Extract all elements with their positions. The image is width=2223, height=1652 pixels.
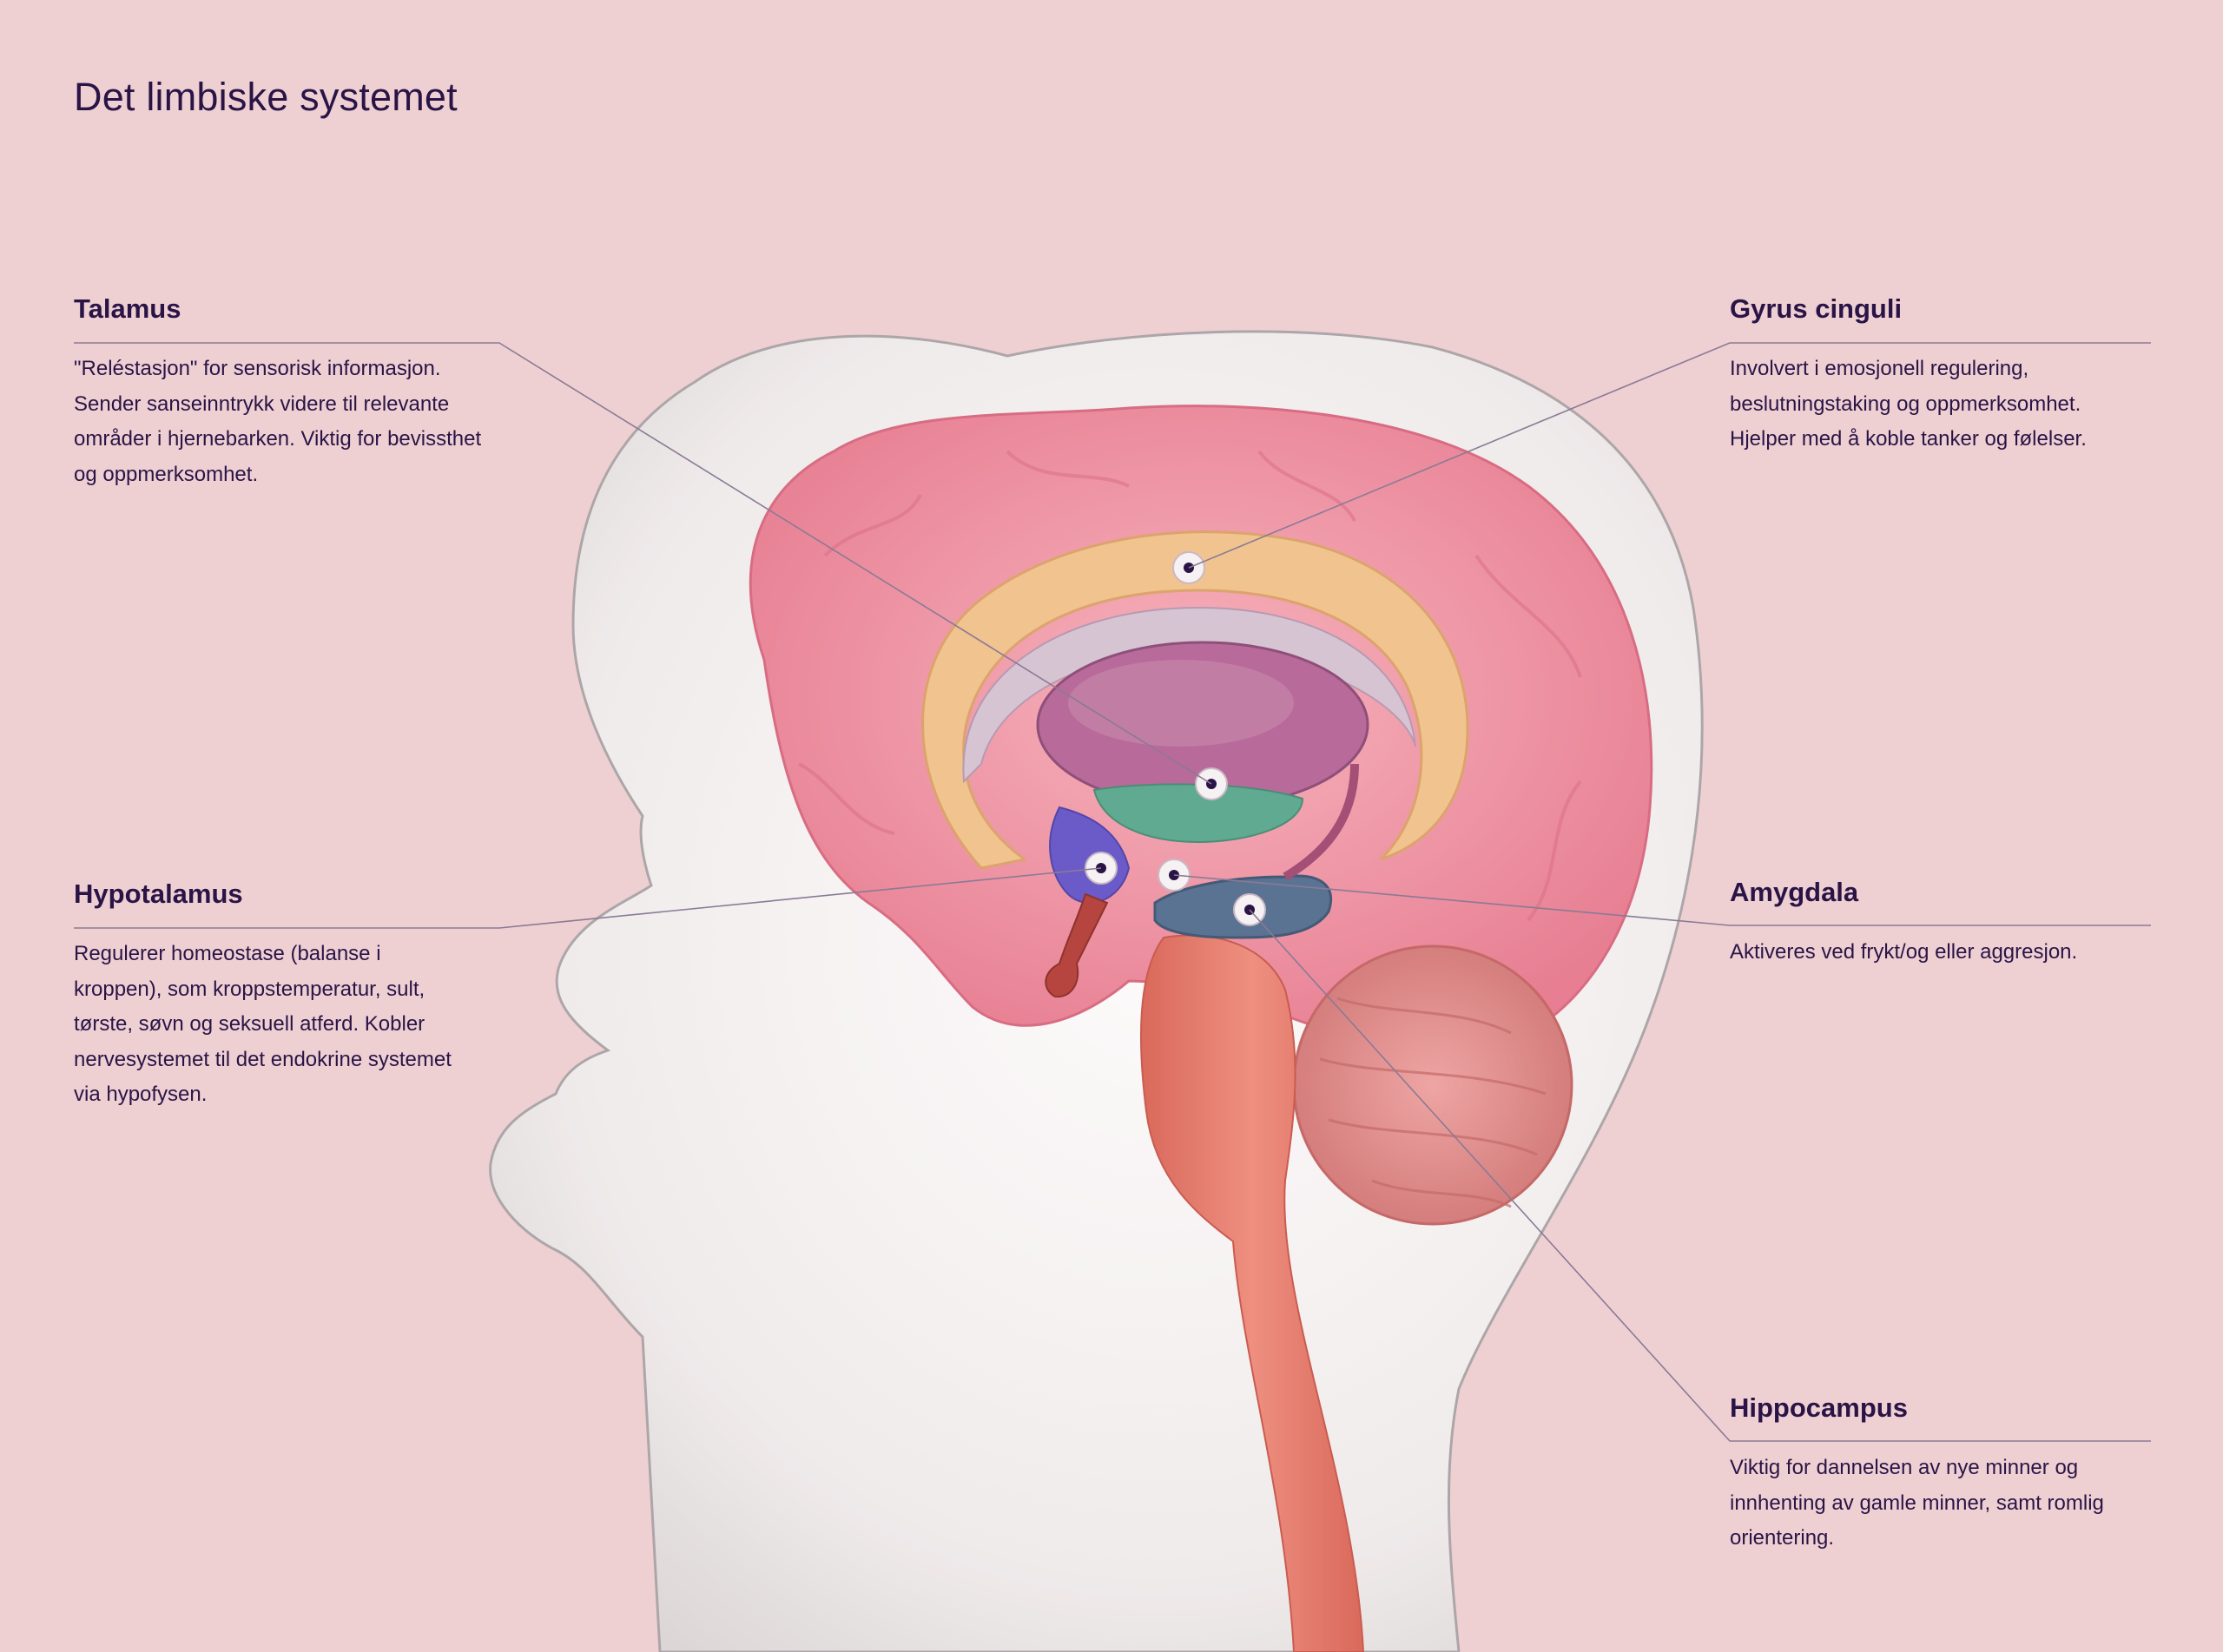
basal-band	[1092, 783, 1304, 844]
label-heading-hypotalamus: Hypotalamus	[74, 879, 243, 909]
label-heading-talamus: Talamus	[74, 293, 181, 324]
leader-lines	[74, 342, 2151, 1442]
label-description-amygdala: Aktiveres ved frykt/og eller aggresjon.	[1730, 940, 2078, 964]
label-heading-amygdala: Amygdala	[1730, 877, 1859, 907]
label-description-hippocampus: Viktig for dannelsen av nye minner og in…	[1730, 1456, 2104, 1550]
cingulate-gyrus	[921, 530, 1469, 870]
label-amygdala: Amygdala Aktiveres ved frykt/og eller ag…	[1730, 879, 2147, 971]
label-heading-hippocampus: Hippocampus	[1730, 1392, 1908, 1423]
cortex-folds	[798, 450, 1582, 922]
label-description-gyrus-cinguli: Involvert i emosjonell regulering, beslu…	[1730, 357, 2087, 451]
label-heading-gyrus-cinguli: Gyrus cinguli	[1730, 293, 1903, 324]
label-description-hypotalamus: Regulerer homeostase (balanse i kroppen)…	[74, 942, 452, 1106]
label-gyrus-cinguli: Gyrus cinguli Involvert i emosjonell reg…	[1730, 295, 2147, 457]
leader-line-gyrus-cinguli	[1188, 342, 2151, 569]
label-description-talamus: "Reléstasjon" for sensorisk informasjon.…	[74, 357, 482, 486]
leader-line-talamus	[74, 342, 1212, 785]
cerebellum	[1292, 944, 1573, 1226]
cerebellum-folds	[1319, 997, 1547, 1208]
leader-line-hippocampus	[1249, 909, 2151, 1442]
leader-line-hypotalamus	[74, 867, 1102, 929]
label-talamus: Talamus "Reléstasjon" for sensorisk info…	[74, 295, 491, 492]
thalamus-highlight	[1068, 660, 1294, 747]
hippocampus-tail	[1283, 763, 1359, 881]
label-hypotalamus: Hypotalamus Regulerer homeostase (balans…	[74, 880, 491, 1113]
label-hippocampus: Hippocampus Viktig for dannelsen av nye …	[1730, 1394, 2147, 1557]
leader-line-amygdala	[1173, 874, 2151, 926]
page-title: Det limbiske systemet	[74, 75, 458, 119]
pituitary-gland	[1045, 892, 1109, 998]
